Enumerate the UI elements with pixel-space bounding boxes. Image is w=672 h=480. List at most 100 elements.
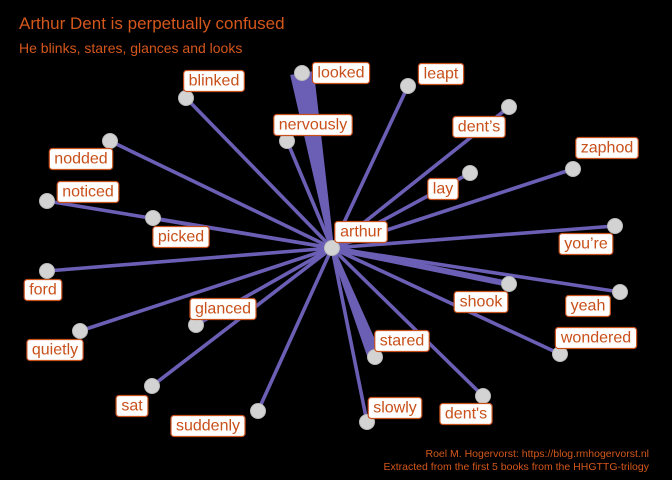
node-dot [102, 133, 118, 149]
node-label-box [189, 297, 257, 321]
node-label-box [48, 147, 114, 171]
node-label-box [452, 115, 506, 139]
edge-quietly [78, 246, 334, 333]
node-noticed: noticed [39, 180, 120, 209]
node-label-text: arthur [340, 224, 382, 241]
node-label-text: slowly [373, 400, 417, 417]
caption-author: Roel M. Hogervorst: https://blog.rmhoger… [425, 448, 649, 460]
node-label-box [439, 402, 493, 426]
edge-nervously [285, 139, 334, 250]
node-label-box [417, 62, 465, 86]
node-label-text: blinked [189, 73, 240, 90]
node-label-text: yeah [571, 298, 606, 315]
node-label-box [311, 61, 371, 85]
node-label-text: suddenly [176, 418, 240, 435]
node-label-text: picked [158, 229, 204, 246]
node-label-box [183, 69, 245, 93]
node-picked: picked [145, 210, 210, 249]
edge-wondered [330, 246, 562, 356]
node-label-text: stared [380, 333, 424, 350]
node-sat: sat [115, 378, 160, 418]
chart-title: Arthur Dent is perpetually confused [19, 14, 285, 33]
node-slowly: slowly [359, 396, 423, 430]
node-dot [294, 65, 310, 81]
node-label-box [115, 394, 149, 418]
node-dot [324, 240, 340, 256]
node-nodded: nodded [48, 133, 118, 171]
node-dot [607, 218, 623, 234]
node-layer: arthur looked leapt blinked nervously dent’s z… [23, 61, 639, 438]
node-label-text: noticed [62, 184, 114, 201]
node-quietly: quietly [26, 323, 88, 362]
node-label-text: dent’s [458, 119, 500, 136]
node-label-box [565, 294, 611, 318]
chart-subtitle: He blinks, stares, glances and looks [19, 40, 243, 56]
node-nervously: nervously [273, 113, 353, 149]
edge-stared [330, 247, 382, 360]
node-label-text: lay [433, 181, 453, 198]
node-dot [250, 403, 266, 419]
node-dot [612, 284, 628, 300]
node-suddenly: suddenly [170, 403, 266, 438]
edge-slowly [330, 246, 369, 424]
node-dot [178, 90, 194, 106]
node-stared: stared [367, 329, 430, 365]
node-dot [144, 378, 160, 394]
node-youre: you’re [558, 218, 623, 256]
node-label-box [554, 326, 638, 350]
node-label-text: dent's [445, 406, 487, 423]
node-label-text: shook [460, 294, 504, 311]
edge-suddenly [256, 246, 334, 413]
node-label-box [56, 180, 120, 204]
node-label-box [427, 177, 459, 201]
node-dot [39, 263, 55, 279]
edge-picked [151, 216, 334, 250]
node-blinked: blinked [178, 69, 245, 106]
node-dot [145, 210, 161, 226]
edge-nodded [108, 139, 334, 250]
node-label-text: sat [121, 398, 143, 415]
node-label-text: looked [317, 65, 364, 82]
node-lay: lay [427, 165, 478, 201]
node-leapt: leapt [400, 62, 465, 94]
node-label-box [23, 278, 63, 302]
node-label-box [334, 220, 388, 244]
node-dot [501, 276, 517, 292]
node-label-box [26, 338, 84, 362]
node-label-text: nodded [54, 151, 107, 168]
node-dot [400, 78, 416, 94]
node-dents_straight: dent's [439, 388, 493, 426]
edge-youre [330, 224, 617, 250]
node-label-box [152, 225, 210, 249]
node-shook: shook [453, 276, 517, 314]
node-label-box [273, 113, 353, 137]
node-label-box [170, 414, 246, 438]
node-wondered: wondered [552, 326, 638, 362]
edge-yeah [330, 246, 622, 294]
node-dot [501, 99, 517, 115]
node-label-text: ford [29, 282, 57, 299]
node-label-text: wondered [560, 330, 631, 347]
node-dot [39, 193, 55, 209]
node-label-text: nervously [279, 117, 347, 134]
edge-dents_straight [330, 246, 485, 398]
node-arthur: arthur [324, 220, 388, 256]
node-label-text: leapt [424, 66, 459, 83]
caption-source: Extracted from the first 5 books from th… [383, 461, 650, 473]
node-dot [565, 161, 581, 177]
node-label-box [453, 290, 509, 314]
edge-ford [45, 246, 334, 273]
node-label-text: quietly [32, 342, 78, 359]
node-dot [462, 165, 478, 181]
node-label-box [374, 329, 430, 353]
node-glanced: glanced [188, 297, 257, 333]
node-label-box [367, 396, 423, 420]
node-zaphod: zaphod [565, 136, 639, 177]
node-looked: looked [294, 61, 371, 85]
node-label-text: glanced [195, 301, 251, 318]
node-ford: ford [23, 263, 63, 302]
node-label-text: zaphod [581, 140, 634, 157]
node-yeah: yeah [565, 284, 628, 318]
node-label-text: you’re [564, 236, 608, 253]
